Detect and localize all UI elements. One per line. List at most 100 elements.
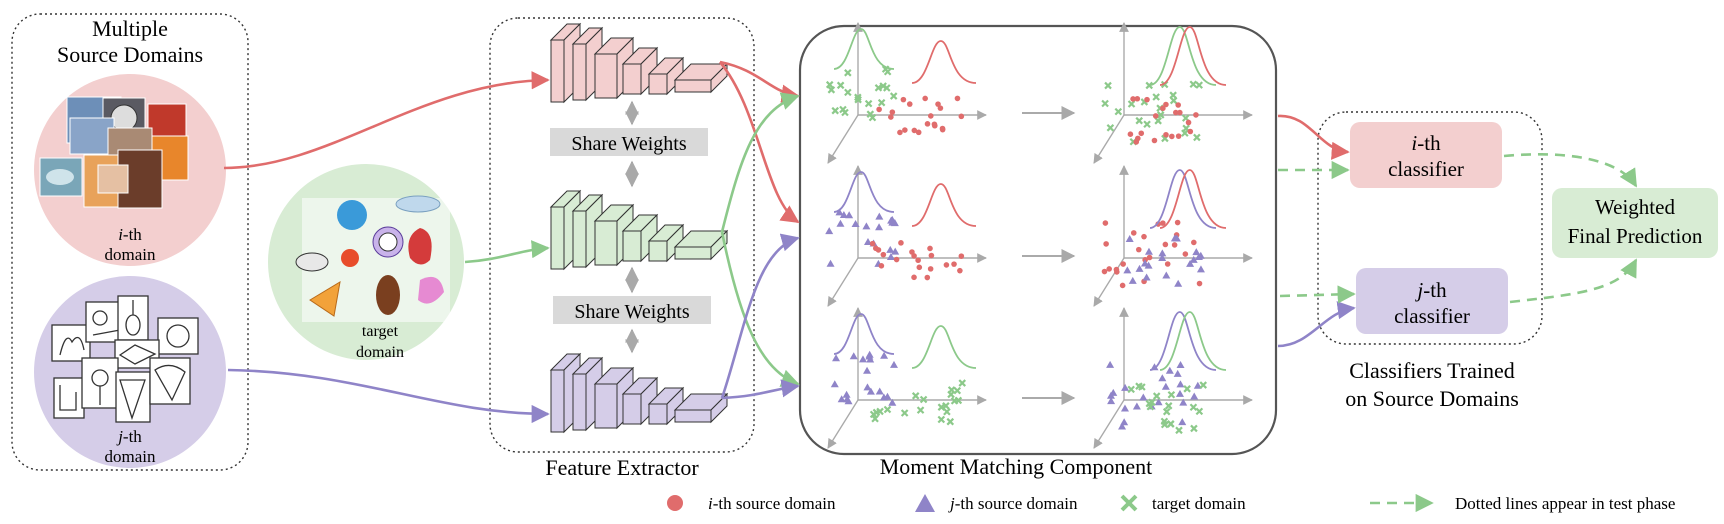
feature-extractor-panel: Share Weights Share Weights Feature Extr… bbox=[489, 17, 755, 480]
source-i-point bbox=[1102, 220, 1109, 226]
source-i-point bbox=[915, 257, 921, 264]
source-i-point bbox=[1175, 102, 1181, 108]
cross-stroke bbox=[943, 407, 951, 416]
source-i-point bbox=[900, 96, 907, 103]
target-point bbox=[1190, 424, 1198, 433]
source-j-point bbox=[875, 223, 884, 231]
classifiers-caption-2: on Source Domains bbox=[1345, 386, 1519, 411]
i-domain-word: domain bbox=[105, 245, 156, 264]
source-j-point bbox=[835, 208, 844, 216]
cross-stroke bbox=[1138, 383, 1146, 391]
z-axis bbox=[827, 114, 859, 164]
source-j-point bbox=[1162, 271, 1171, 279]
cross-stroke bbox=[1114, 107, 1123, 116]
source-j-point bbox=[1135, 264, 1144, 272]
source-j-point bbox=[1121, 383, 1130, 391]
source-j-point bbox=[1192, 248, 1201, 256]
gaussian-curve-icon bbox=[911, 183, 977, 227]
source-j-point bbox=[1178, 418, 1187, 426]
source-j-point bbox=[830, 380, 839, 388]
cross-stroke bbox=[1167, 390, 1176, 399]
target-point bbox=[827, 86, 836, 94]
source-domains-frame bbox=[11, 13, 249, 471]
source-j-point bbox=[863, 366, 872, 374]
gaussian-curve-icon bbox=[1149, 169, 1217, 229]
z-axis bbox=[827, 257, 859, 307]
cnn-layer-front bbox=[622, 63, 642, 95]
target-point bbox=[1143, 120, 1151, 129]
cross-stroke bbox=[1146, 402, 1155, 411]
cross-stroke bbox=[947, 386, 956, 394]
legend-dotted-line-label: Dotted lines appear in test phase bbox=[1455, 494, 1675, 513]
cross-stroke bbox=[1156, 111, 1165, 119]
legend-target-label: target domain bbox=[1152, 494, 1246, 513]
source-j-point bbox=[879, 393, 888, 401]
target-point bbox=[1164, 402, 1173, 410]
cross-stroke bbox=[1160, 420, 1169, 429]
legend-target-marker bbox=[1120, 494, 1138, 512]
source-j-point bbox=[1120, 404, 1129, 412]
source-j-point bbox=[875, 387, 884, 395]
target-point bbox=[946, 417, 955, 426]
source-i-point bbox=[1151, 137, 1158, 144]
target-point bbox=[866, 110, 875, 118]
test-to-j-classifier-arrow bbox=[1279, 285, 1356, 304]
share-weights-bottom: Share Weights bbox=[574, 301, 689, 323]
cross-stroke bbox=[874, 84, 883, 92]
legend-j-source-marker bbox=[915, 494, 935, 512]
source-j-point bbox=[851, 219, 860, 227]
classifiers-caption-1: Classifiers Trained bbox=[1349, 358, 1515, 383]
cross-stroke bbox=[883, 84, 891, 92]
cross-stroke bbox=[1166, 420, 1175, 428]
feature-extractor-caption: Feature Extractor bbox=[545, 455, 699, 480]
target-point bbox=[953, 386, 962, 395]
cross-stroke bbox=[1189, 80, 1198, 89]
gaussian-curve-icon bbox=[1159, 26, 1227, 86]
source-j-point bbox=[836, 219, 845, 227]
target-domain-panel: target domain bbox=[268, 164, 464, 361]
source-i-point bbox=[957, 267, 963, 274]
cross-stroke bbox=[1152, 392, 1161, 400]
cross-stroke bbox=[1127, 385, 1135, 394]
target-point bbox=[883, 405, 892, 414]
cross-stroke bbox=[1190, 424, 1198, 433]
cnn-layer-front bbox=[648, 403, 668, 425]
i-classifier-word: classifier bbox=[1388, 157, 1464, 181]
scatter-plot-grid bbox=[825, 22, 1253, 449]
cross-stroke bbox=[954, 396, 963, 405]
target-point bbox=[1195, 81, 1204, 89]
target-features-to-mm-bottom-arrow bbox=[720, 231, 800, 387]
cross-stroke bbox=[1181, 129, 1189, 137]
source-j-point bbox=[865, 350, 874, 358]
source-i-point bbox=[893, 256, 900, 263]
gaussian-curve-icon bbox=[1149, 26, 1217, 86]
source-j-point bbox=[1106, 391, 1115, 399]
z-axis bbox=[1093, 257, 1125, 307]
source-j-point bbox=[1144, 247, 1153, 255]
moment-matching-caption: Moment Matching Component bbox=[880, 454, 1153, 479]
cnn-layer-front bbox=[622, 393, 642, 425]
source-i-point bbox=[1191, 239, 1197, 246]
cross-stroke bbox=[871, 414, 879, 423]
scatter-plot-left bbox=[825, 165, 987, 307]
target-point bbox=[958, 379, 967, 387]
source-i-point bbox=[1182, 251, 1189, 257]
source-i-point bbox=[1163, 131, 1169, 138]
target-point bbox=[1152, 392, 1161, 400]
j-classifier-box bbox=[1356, 268, 1508, 334]
cross-stroke bbox=[854, 95, 862, 104]
source-i-point bbox=[1119, 282, 1126, 289]
source-i-point bbox=[878, 263, 885, 269]
cross-stroke bbox=[841, 108, 849, 117]
source-domains-title-1: Multiple bbox=[92, 16, 168, 41]
source-i-point bbox=[911, 274, 917, 281]
moment-matching-panel: Moment Matching Component bbox=[798, 22, 1278, 479]
cross-stroke bbox=[876, 407, 884, 416]
legend-i-source-marker bbox=[667, 495, 683, 511]
source-j-point bbox=[1158, 249, 1167, 257]
scatter-plot-right bbox=[1093, 307, 1253, 449]
target-point bbox=[1104, 81, 1112, 90]
cross-stroke bbox=[1181, 114, 1190, 122]
gaussian-curve-icon bbox=[833, 28, 895, 70]
source-j-point bbox=[1175, 389, 1184, 397]
